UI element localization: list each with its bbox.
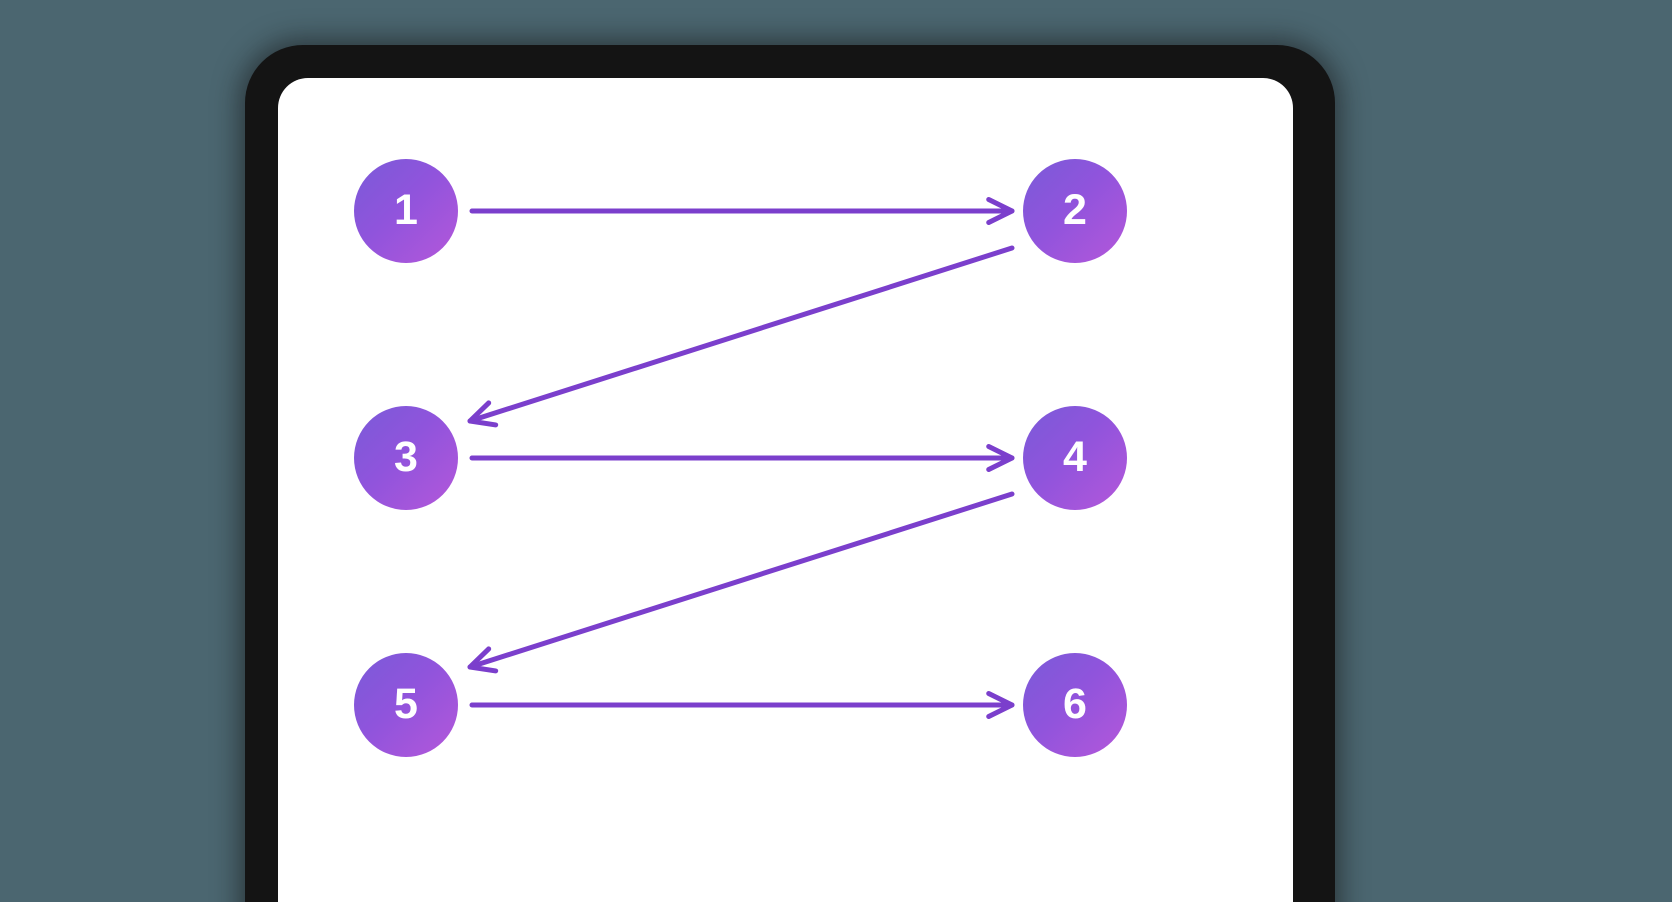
device-screen — [278, 78, 1293, 902]
